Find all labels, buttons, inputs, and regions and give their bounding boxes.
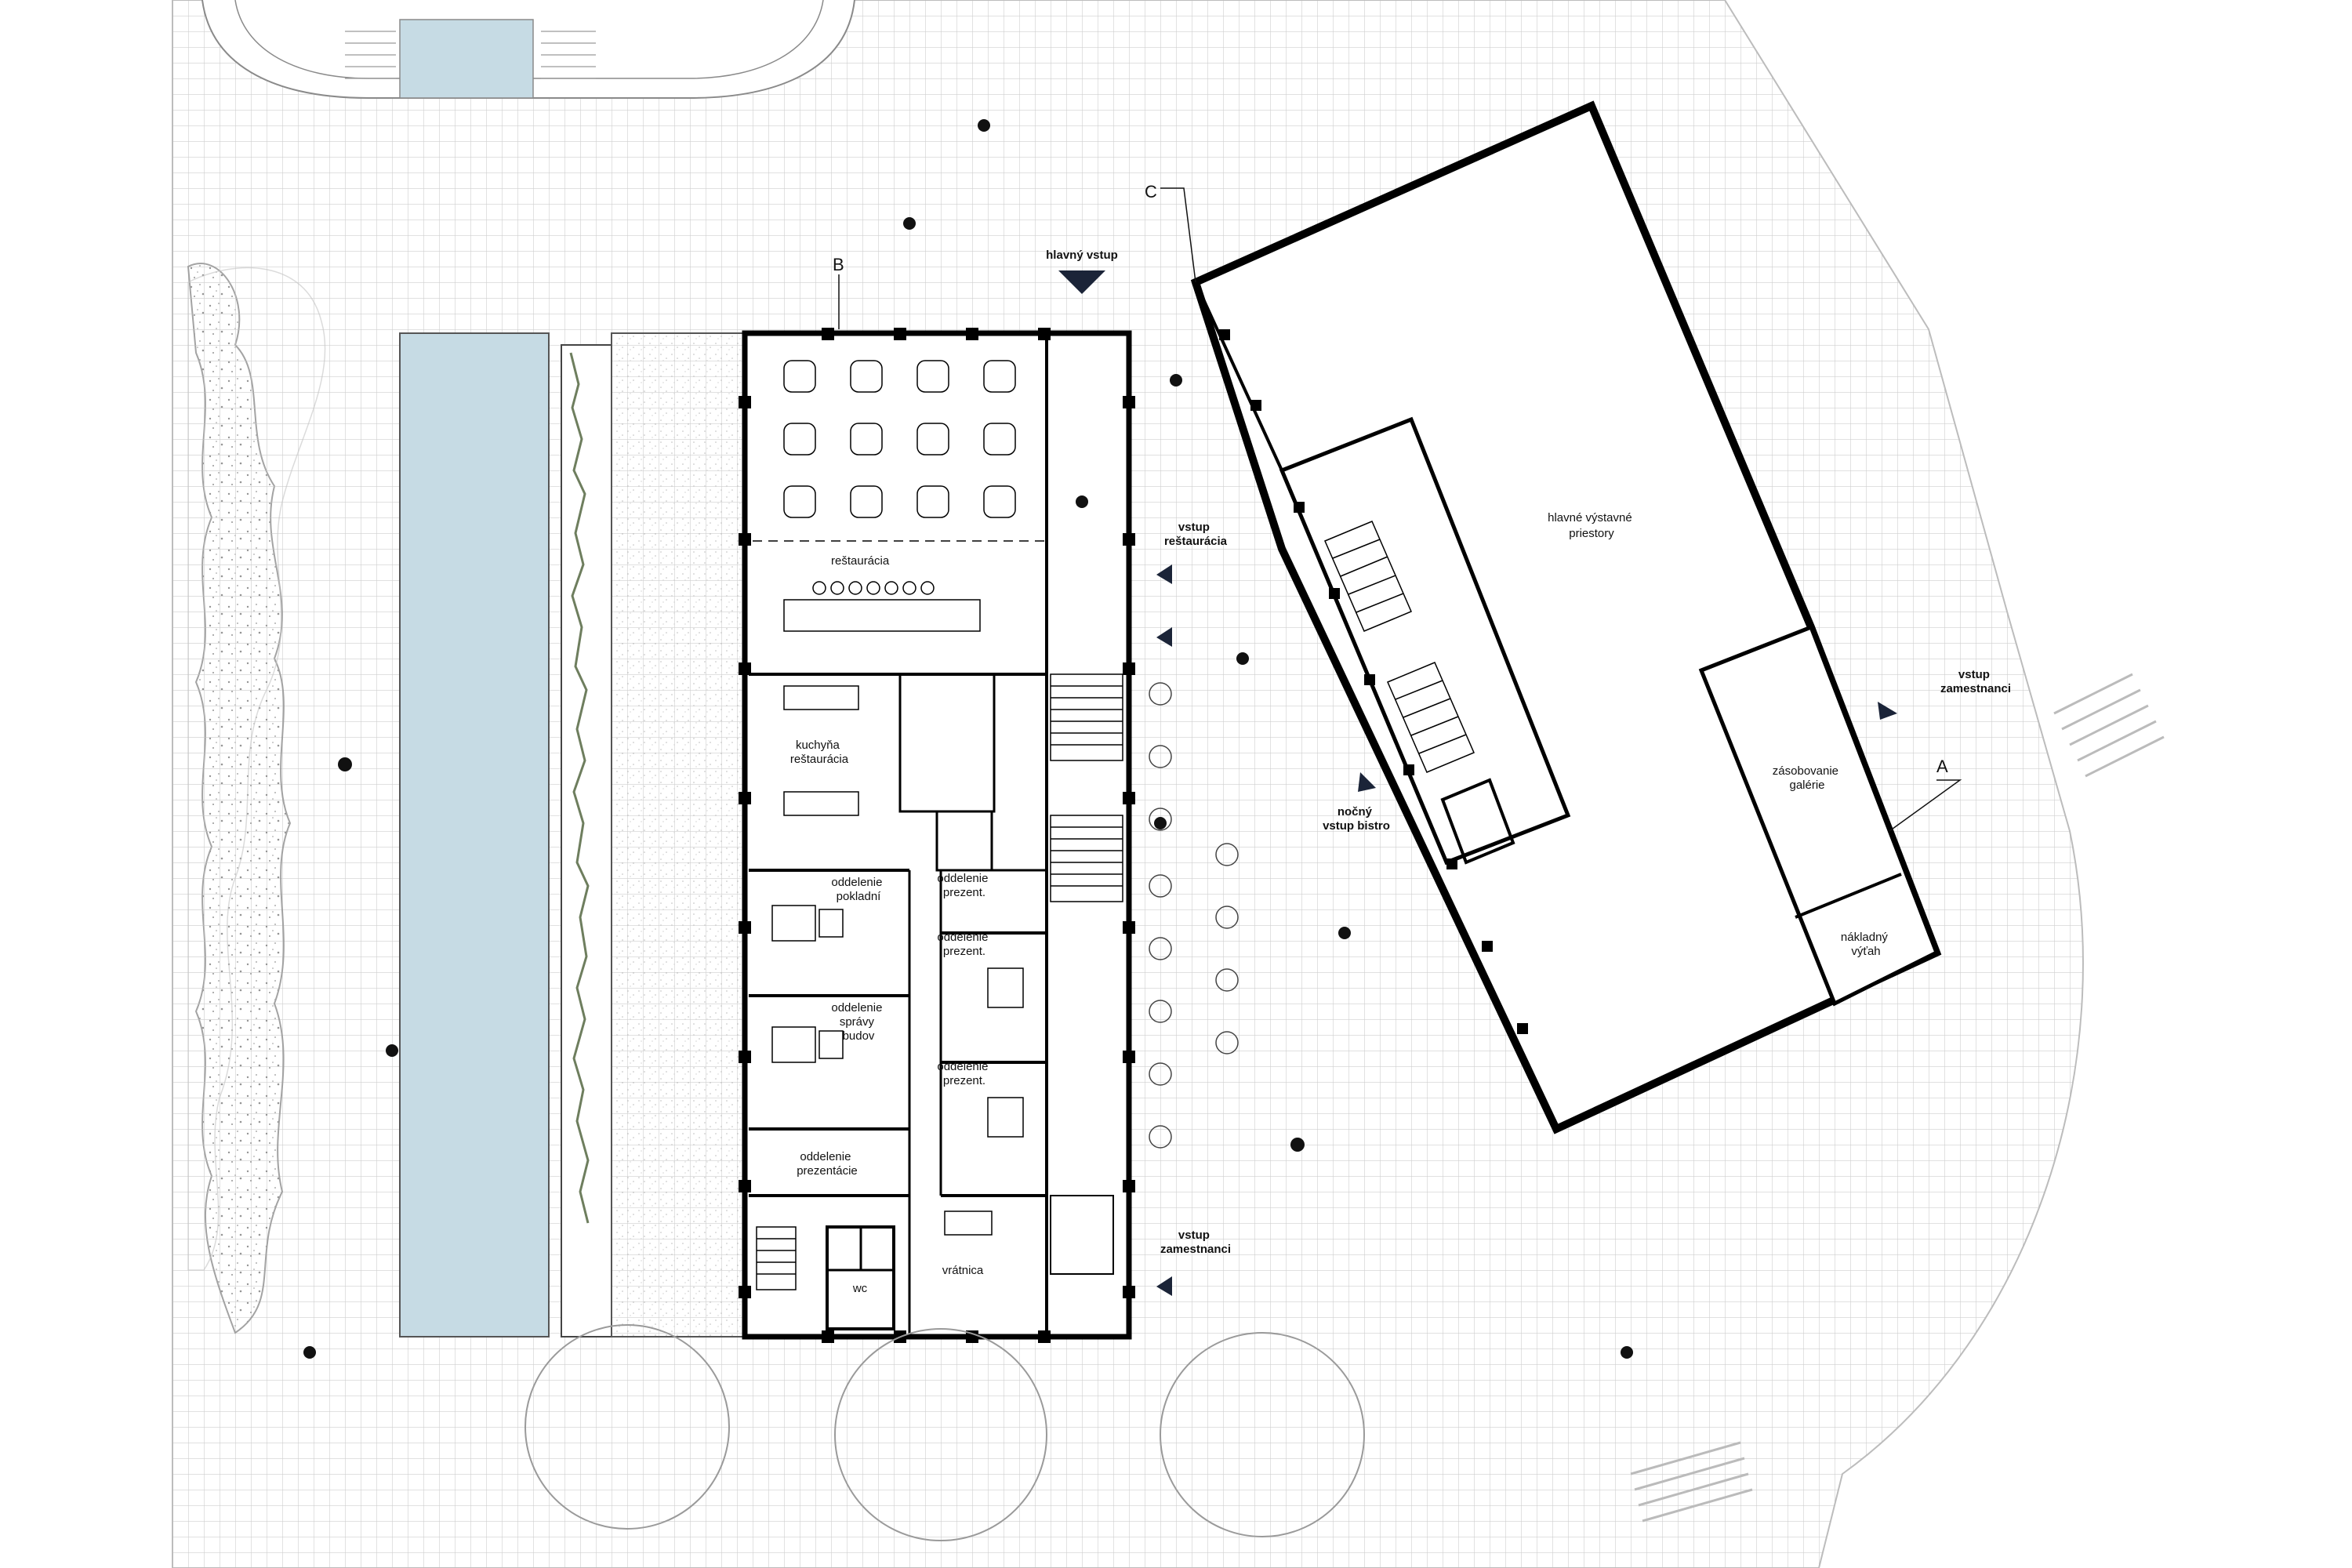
room-label-prezent-1: oddelenie prezent. — [937, 872, 991, 899]
office-desks — [771, 905, 1024, 1236]
south-trees — [524, 1324, 1365, 1541]
entry-label-nocny-vstup: nočný vstup bistro — [1323, 805, 1390, 833]
room-label-restauracia: reštaurácia — [831, 554, 890, 568]
room-label-prezent-3: oddelenie prezent. — [937, 1060, 991, 1087]
crosswalk — [1630, 673, 2165, 1523]
table-icon — [783, 360, 1016, 518]
stadium-seating — [345, 31, 596, 79]
oval-plaza — [187, 267, 326, 1271]
person-icon — [903, 217, 916, 230]
person-icon — [978, 119, 990, 132]
room-label-hlavne-vystavne: hlavné výstavné priestory — [1548, 511, 1635, 540]
gravel-strip — [611, 332, 746, 1338]
person-icon — [1154, 817, 1167, 829]
planter-strip — [561, 344, 612, 1338]
room-label-spravy-budov: oddelenie správy budov — [831, 1001, 885, 1043]
entry-label-vstup-restauracia: vstup reštaurácia — [1164, 521, 1228, 548]
room-label-wc: wc — [852, 1282, 868, 1295]
stair-icon — [756, 673, 1123, 1290]
room-label-pokladni: oddelenie pokladní — [831, 876, 885, 903]
gallery-lobby-wing — [1279, 416, 1571, 866]
person-icon — [303, 1346, 316, 1359]
entry-triangle-icon — [1156, 1276, 1172, 1296]
room-label-prezentacie: oddelenie prezentácie — [797, 1150, 858, 1178]
person-icon — [1621, 1346, 1633, 1359]
stair-icon — [1324, 521, 1475, 773]
person-icon — [1290, 1138, 1305, 1152]
delivery-block — [1698, 624, 1940, 1007]
greenery-hedge — [569, 352, 590, 1224]
room-label-zasobovanie: zásobovanie galérie — [1773, 764, 1842, 792]
tree-icon — [1160, 1332, 1365, 1537]
section-lines — [838, 187, 1962, 832]
entry-label-vstup-zamestnanci-west: vstup zamestnanci — [1160, 1229, 1231, 1256]
entry-label-vstup-zamestnanci-east: vstup zamestnanci — [1940, 668, 2011, 695]
entry-markers — [1058, 270, 1897, 1296]
terrace-tables — [1149, 682, 1239, 1149]
person-icon — [338, 757, 352, 771]
section-mark-b: B — [833, 255, 844, 274]
tree-icon — [834, 1328, 1047, 1541]
person-icon — [1170, 374, 1182, 387]
room-label-vratnica: vrátnica — [942, 1264, 984, 1277]
entry-triangle-icon — [1358, 772, 1376, 792]
tree-icon — [524, 1324, 730, 1530]
entry-triangle-icon — [1156, 627, 1172, 647]
room-label-prezent-2: oddelenie prezent. — [937, 931, 991, 958]
person-icon — [386, 1044, 398, 1057]
person-icon — [1338, 927, 1351, 939]
water-channel — [399, 332, 550, 1338]
bar-stools — [812, 581, 935, 595]
person-icon — [1076, 495, 1088, 508]
structural-columns — [739, 328, 1135, 1343]
room-label-kuchyna: kuchyňa reštaurácia — [790, 739, 849, 766]
entry-triangle-icon — [1878, 702, 1897, 720]
room-label-nakladny-vytah: nákladný výťah — [1841, 931, 1891, 958]
entry-label-hlavny-vstup: hlavný vstup — [1046, 249, 1118, 262]
west-building — [739, 328, 1135, 1343]
section-mark-a: A — [1936, 757, 1948, 776]
people — [303, 119, 1633, 1359]
west-park — [187, 263, 326, 1334]
entry-triangle-icon — [1156, 564, 1172, 584]
section-mark-c: C — [1145, 182, 1157, 201]
entry-triangle-icon — [1058, 270, 1105, 294]
person-icon — [1236, 652, 1249, 665]
east-gallery — [1190, 100, 1942, 1134]
stadium-pool — [399, 19, 534, 99]
